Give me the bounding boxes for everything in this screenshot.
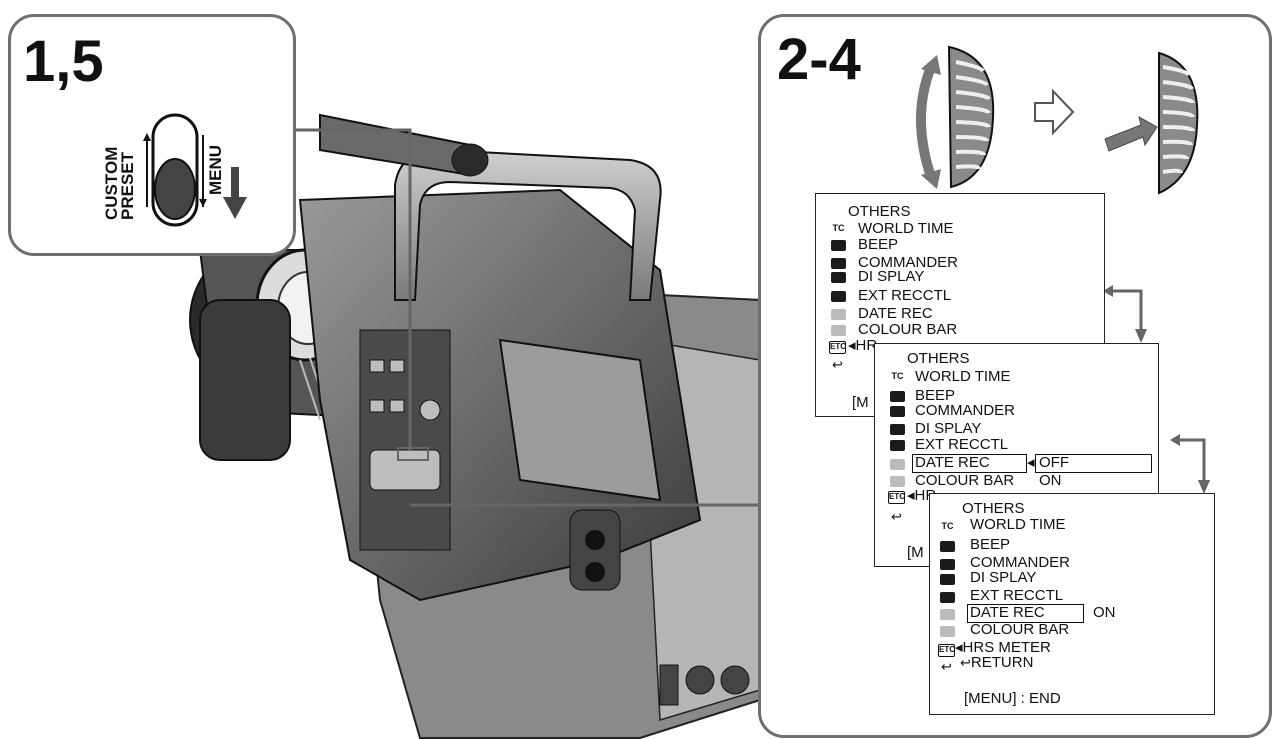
menu-item-beep[interactable]: BEEP — [858, 236, 899, 253]
menu-item-hrs[interactable]: ◂HR — [848, 337, 878, 354]
return-icon: ↩ — [941, 659, 952, 674]
ext-recctl-icon — [940, 592, 955, 603]
commander-icon — [890, 406, 905, 417]
menu-item-colour-bar[interactable]: COLOUR BAR — [858, 321, 958, 338]
tc-icon: TC — [891, 371, 904, 381]
option-off-highlight[interactable] — [1035, 454, 1152, 473]
menu-item-display[interactable]: DI SPLAY — [915, 420, 982, 437]
next-screen-arrow-icon — [1170, 434, 1210, 494]
menu-item-colour-bar[interactable]: COLOUR BAR — [915, 472, 1015, 489]
display-icon — [831, 272, 846, 283]
menu-item-commander[interactable]: COMMANDER — [970, 554, 1070, 571]
etc-icon: ETC — [829, 341, 846, 354]
return-icon: ↩ — [891, 509, 902, 524]
dial-press-icon — [1104, 51, 1199, 195]
option-arrow: ◂ — [1027, 454, 1035, 471]
date-rec-icon — [940, 609, 955, 620]
menu-title: OTHERS — [848, 203, 911, 220]
menu-footer: [MENU] : END — [964, 690, 1061, 707]
menu-item-beep[interactable]: BEEP — [915, 387, 956, 404]
commander-icon — [940, 559, 955, 570]
menu-item-world-time[interactable]: WORLD TIME — [915, 368, 1011, 385]
menu-switch-icon — [143, 113, 247, 227]
menu-item-ext-recctl[interactable]: EXT RECCTL — [915, 436, 1009, 453]
menu-item-date-rec[interactable]: DATE REC — [970, 604, 1045, 621]
colour-bar-icon — [890, 476, 905, 487]
step-number: 1,5 — [23, 29, 104, 94]
return-icon: ↩ — [832, 357, 843, 372]
menu-footer: [M — [907, 544, 924, 561]
option-on[interactable]: ON — [1093, 604, 1116, 621]
step-1-5-panel: 1,5 CUSTOM PRESET MENU — [8, 14, 296, 256]
etc-icon: ETC — [938, 644, 955, 657]
menu-item-date-rec[interactable]: DATE REC — [915, 454, 990, 471]
menu-item-date-rec[interactable]: DATE REC — [858, 305, 933, 322]
menu-screen-3: OTHERS TC WORLD TIME BEEP COMMANDER DI S… — [929, 493, 1215, 715]
display-icon — [940, 574, 955, 585]
menu-item-ext-recctl[interactable]: EXT RECCTL — [858, 287, 952, 304]
menu-screen-1: OTHERS TC WORLD TIME BEEP COMMANDER DI S… — [815, 193, 1105, 417]
option-off[interactable]: OFF — [1039, 454, 1069, 471]
menu-item-display[interactable]: DI SPLAY — [858, 268, 925, 285]
menu-item-display[interactable]: DI SPLAY — [970, 569, 1037, 586]
arrow-right-icon — [1034, 88, 1075, 136]
etc-icon: ETC — [888, 491, 905, 504]
colour-bar-icon — [940, 626, 955, 637]
date-rec-icon — [831, 309, 846, 320]
menu-item-return[interactable]: ↩RETURN — [960, 654, 1034, 671]
menu-title: OTHERS — [962, 500, 1025, 517]
tc-icon: TC — [941, 521, 954, 531]
date-rec-highlight[interactable] — [912, 454, 1027, 473]
beep-icon — [940, 541, 955, 552]
step-number: 2-4 — [777, 27, 861, 92]
next-screen-arrow-icon — [1103, 285, 1147, 343]
menu-item-beep[interactable]: BEEP — [970, 536, 1011, 553]
menu-item-commander[interactable]: COMMANDER — [915, 402, 1015, 419]
custom-label: CUSTOM — [102, 146, 121, 220]
display-icon — [890, 424, 905, 435]
menu-title: OTHERS — [907, 350, 970, 367]
menu-item-ext-recctl[interactable]: EXT RECCTL — [970, 587, 1064, 604]
menu-item-hrs-meter[interactable]: ◂HRS METER — [955, 639, 1051, 656]
menu-item-world-time[interactable]: WORLD TIME — [858, 220, 954, 237]
tc-icon: TC — [832, 223, 845, 233]
menu-item-commander[interactable]: COMMANDER — [858, 254, 958, 271]
option-on[interactable]: ON — [1039, 472, 1062, 489]
date-rec-highlight[interactable] — [967, 604, 1084, 623]
menu-footer: [M — [852, 394, 869, 411]
dial-turn-icon — [916, 45, 995, 189]
menu-item-world-time[interactable]: WORLD TIME — [970, 516, 1066, 533]
ext-recctl-icon — [890, 440, 905, 451]
menu-item-colour-bar[interactable]: COLOUR BAR — [970, 621, 1070, 638]
date-rec-icon — [890, 459, 905, 470]
colour-bar-icon — [831, 325, 846, 336]
ext-recctl-icon — [831, 291, 846, 302]
beep-icon — [890, 391, 905, 402]
commander-icon — [831, 258, 846, 269]
beep-icon — [831, 240, 846, 251]
